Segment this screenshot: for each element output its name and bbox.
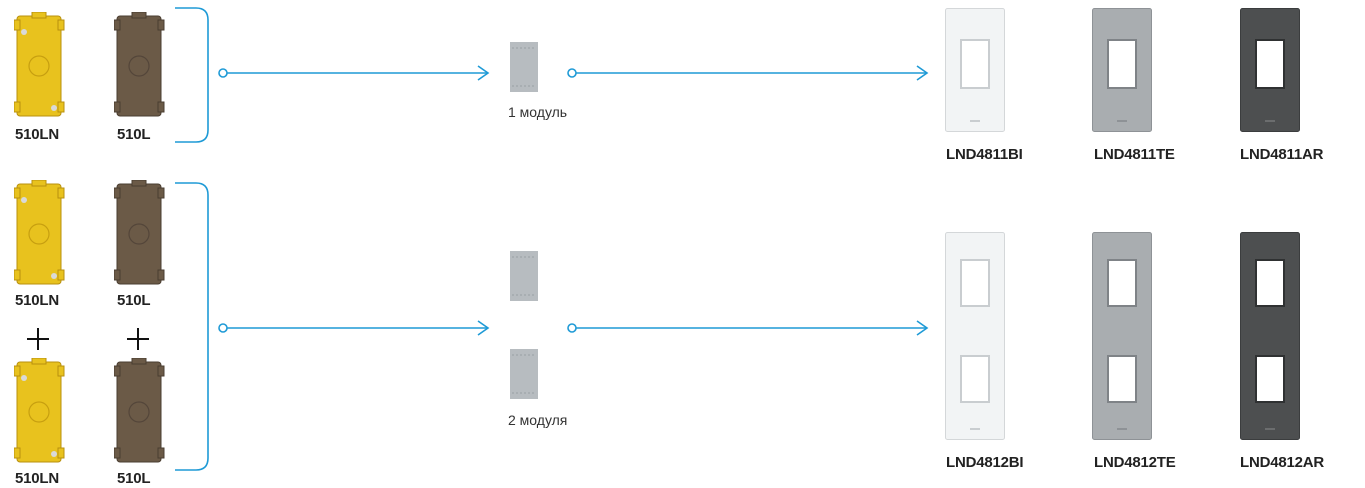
module-label: 2 модуля [508, 412, 568, 428]
mounting-box-510L [114, 358, 165, 463]
connector-dot-row1-b [567, 68, 577, 78]
plus-icon [27, 328, 49, 350]
module-label: 1 модуль [508, 104, 568, 120]
mounting-box-510LN [14, 12, 65, 117]
connector-dot-row2-a [218, 323, 228, 333]
bracket-row2 [175, 182, 209, 471]
cover-plate-titanium-1m [1092, 8, 1152, 132]
plate-code-label: LND4812TE [1094, 454, 1176, 471]
arrow-right-icon [477, 320, 490, 336]
cover-plate-titanium-2m [1092, 232, 1152, 440]
cover-plate-anthracite-2m [1240, 232, 1300, 440]
mounting-box-510L [114, 12, 165, 117]
plate-code-label: LND4811BI [946, 146, 1023, 163]
connector-dot-row2-b [567, 323, 577, 333]
box-code-label: 510L [117, 470, 151, 487]
cover-plate-anthracite-1m [1240, 8, 1300, 132]
module-2b [510, 349, 538, 399]
arrow-right-icon [916, 320, 929, 336]
module-1 [510, 42, 538, 92]
bracket-row1 [175, 7, 209, 143]
mounting-box-510LN [14, 358, 65, 463]
plate-code-label: LND4812BI [946, 454, 1024, 471]
plate-code-label: LND4811AR [1240, 146, 1324, 163]
module-2a [510, 251, 538, 301]
box-code-label: 510L [117, 126, 151, 143]
plus-icon [127, 328, 149, 350]
arrow-right-icon [477, 65, 490, 81]
mounting-box-510LN [14, 180, 65, 285]
arrow-right-icon [916, 65, 929, 81]
box-code-label: 510L [117, 292, 151, 309]
plate-code-label: LND4812AR [1240, 454, 1325, 471]
box-code-label: 510LN [15, 470, 60, 487]
connector-dot-row1-a [218, 68, 228, 78]
mounting-box-510L [114, 180, 165, 285]
box-code-label: 510LN [15, 126, 60, 143]
plate-code-label: LND4811TE [1094, 146, 1175, 163]
cover-plate-white-1m [945, 8, 1005, 132]
box-code-label: 510LN [15, 292, 60, 309]
cover-plate-white-2m [945, 232, 1005, 440]
